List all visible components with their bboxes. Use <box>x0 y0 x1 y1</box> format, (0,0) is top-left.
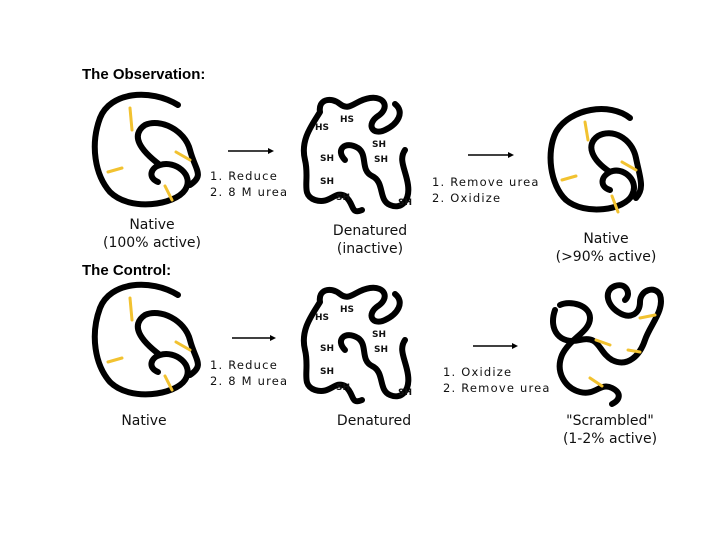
scrambled-label-name: "Scrambled" <box>566 413 654 429</box>
sh-group: SH <box>374 155 388 165</box>
observation-step-1: 1. Reduce 2. 8 M urea <box>210 168 288 200</box>
hs-group: HS <box>315 313 329 323</box>
control-step-2: 1. Oxidize 2. Remove urea <box>443 364 551 396</box>
step-reduce: 1. Reduce <box>210 169 278 183</box>
observation-step-2: 1. Remove urea 2. Oxidize <box>432 174 540 206</box>
sh-group: SH <box>320 344 334 354</box>
refolded-native-protein <box>547 106 645 214</box>
control-native-label: Native <box>121 413 167 429</box>
refolded-label-name: Native <box>583 231 629 247</box>
native-label-activity: (100% active) <box>103 235 201 251</box>
native-label-name: Native <box>129 217 175 233</box>
step-remove-urea: 2. Remove urea <box>443 381 551 395</box>
sh-group: SH <box>320 367 334 377</box>
sh-group: SH <box>398 388 412 398</box>
sh-group: SH <box>336 383 350 393</box>
sh-group: SH <box>320 154 334 164</box>
sh-group: SH <box>398 198 412 208</box>
control-title: The Control: <box>82 262 172 279</box>
scrambled-protein <box>550 282 664 407</box>
hs-group: HS <box>340 115 354 125</box>
sh-group: SH <box>372 330 386 340</box>
step-oxidize: 1. Oxidize <box>443 365 513 379</box>
native-label: Native (100% active) <box>88 216 216 252</box>
hs-group: HS <box>340 305 354 315</box>
denatured-label: Denatured (inactive) <box>314 222 426 258</box>
step-reduce: 1. Reduce <box>210 358 278 372</box>
denatured-label-activity: (inactive) <box>336 241 404 257</box>
sh-group: SH <box>374 345 388 355</box>
hs-group: HS <box>315 123 329 133</box>
scrambled-label-activity: (1-2% active) <box>562 431 658 447</box>
control-denatured-label: Denatured <box>336 413 412 429</box>
native-protein-control <box>91 281 201 398</box>
denatured-label-name: Denatured <box>332 223 408 239</box>
denatured-protein-observation <box>300 94 412 215</box>
refolded-label-activity: (>90% active) <box>555 249 657 265</box>
control-step-1: 1. Reduce 2. 8 M urea <box>210 357 288 389</box>
sh-group: SH <box>320 177 334 187</box>
observation-title: The Observation: <box>82 66 206 83</box>
native-protein-observation <box>91 91 201 208</box>
refolded-label: Native (>90% active) <box>548 230 664 266</box>
step-urea: 2. 8 M urea <box>210 374 289 388</box>
step-urea: 2. 8 M urea <box>210 185 289 199</box>
denatured-protein-control <box>300 284 412 405</box>
sh-group: SH <box>336 193 350 203</box>
sh-group: SH <box>372 140 386 150</box>
scrambled-label: "Scrambled" (1-2% active) <box>552 412 668 448</box>
step-oxidize: 2. Oxidize <box>432 191 502 205</box>
step-remove-urea: 1. Remove urea <box>432 175 540 189</box>
